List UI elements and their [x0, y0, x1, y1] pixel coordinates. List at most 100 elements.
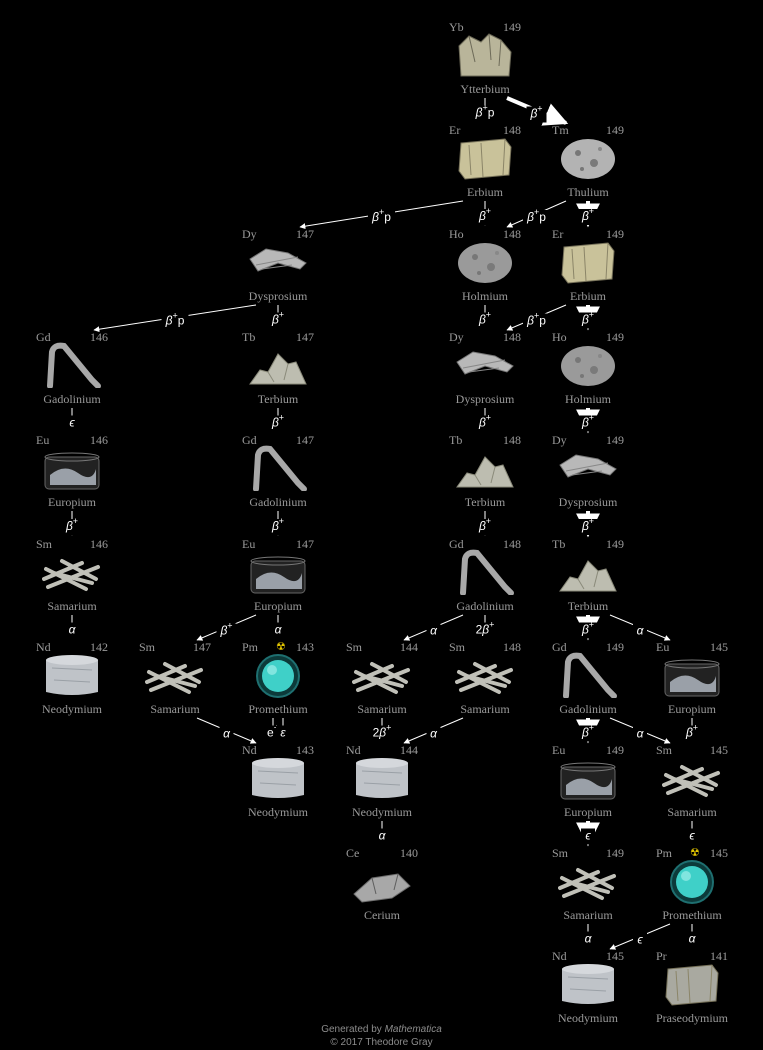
- decay-label-background: [633, 623, 647, 640]
- mass-number: 145: [710, 640, 728, 654]
- element-name: Neodymium: [558, 1011, 618, 1025]
- decay-label-background: [426, 623, 441, 640]
- decay-mode-label: α: [637, 727, 645, 741]
- element-name: Gadolinium: [456, 599, 514, 613]
- decay-label-background: [368, 210, 395, 226]
- decay-mode-label: β+: [271, 310, 284, 327]
- mass-number: 149: [606, 227, 624, 241]
- mass-number: 148: [503, 537, 521, 551]
- decay-label-background: [375, 828, 389, 845]
- decay-label-background: [475, 519, 495, 535]
- decay-label-background: [65, 622, 79, 639]
- element-symbol: Gd: [449, 537, 464, 551]
- decay-label-background: [475, 209, 495, 225]
- decay-label-background: [523, 210, 550, 226]
- decay-label-background: [682, 725, 702, 742]
- mass-number: 148: [503, 433, 521, 447]
- element-name: Samarium: [460, 702, 510, 716]
- decay-label-background: [633, 932, 647, 949]
- element-name: Neodymium: [248, 805, 308, 819]
- element-symbol: Nd: [36, 640, 51, 654]
- element-symbol: Tb: [552, 537, 566, 551]
- element-name: Samarium: [47, 599, 97, 613]
- decay-mode-label: ε: [280, 726, 286, 740]
- decay-label-background: [219, 726, 234, 743]
- decay-label-background: [268, 415, 288, 432]
- mass-number: 147: [296, 330, 314, 344]
- decay-label-background: [471, 622, 499, 639]
- decay-mode-label: β+: [478, 310, 491, 327]
- decay-label-background: [578, 209, 598, 225]
- decay-label-background: [62, 519, 82, 535]
- mass-number: 149: [606, 640, 624, 654]
- element-symbol: Sm: [552, 846, 569, 860]
- decay-mode-label: β+: [529, 104, 542, 121]
- decay-label-background: [475, 312, 495, 329]
- decay-mode-label: β+: [478, 413, 491, 430]
- mass-number: 146: [90, 537, 108, 551]
- element-symbol: Pr: [656, 949, 667, 963]
- decay-label-background: [271, 622, 285, 639]
- mass-number: 147: [296, 227, 314, 241]
- decay-mode-label: β+p: [371, 207, 391, 224]
- element-name: Promethium: [248, 702, 308, 716]
- element-symbol: Tb: [449, 433, 463, 447]
- decay-label-background: [526, 106, 547, 123]
- decay-mode-label: β+p: [526, 207, 546, 224]
- element-symbol: Ho: [449, 227, 464, 241]
- element-name: Erbium: [570, 289, 606, 303]
- decay-mode-label: α: [430, 624, 438, 638]
- element-name: Terbium: [567, 599, 609, 613]
- mass-number: 148: [503, 330, 521, 344]
- element-symbol: Sm: [449, 640, 466, 654]
- decay-mode-label: β+: [478, 516, 491, 533]
- decay-mode-label: β+p: [165, 311, 185, 328]
- element-symbol: Dy: [242, 227, 257, 241]
- element-name: Samarium: [357, 702, 407, 716]
- decay-label-background: [633, 726, 647, 743]
- decay-mode-label: β+: [271, 516, 284, 533]
- decay-mode-label: ϵ: [689, 829, 695, 843]
- mass-number: 140: [400, 846, 418, 860]
- element-symbol: Pm: [656, 846, 673, 860]
- decay-label-background: [581, 931, 595, 948]
- element-symbol: Tb: [242, 330, 256, 344]
- mass-number: 149: [606, 433, 624, 447]
- software-name: Mathematica: [384, 1024, 442, 1035]
- decay-label-background: [268, 519, 288, 535]
- mass-number: 145: [710, 846, 728, 860]
- generated-by-text: Generated by: [321, 1024, 385, 1035]
- element-name: Erbium: [467, 185, 503, 199]
- element-name: Samarium: [150, 702, 200, 716]
- mass-number: 148: [503, 640, 521, 654]
- decay-label-background: [471, 105, 499, 122]
- mass-number: 143: [296, 743, 314, 757]
- element-name: Terbium: [464, 495, 506, 509]
- decay-mode-label: β+: [581, 620, 594, 637]
- mass-number: 148: [503, 227, 521, 241]
- decay-mode-label: α: [275, 623, 283, 637]
- element-name: Holmium: [461, 289, 508, 303]
- element-name: Europium: [254, 599, 302, 613]
- generated-by-line: Generated by Mathematica: [0, 1023, 763, 1036]
